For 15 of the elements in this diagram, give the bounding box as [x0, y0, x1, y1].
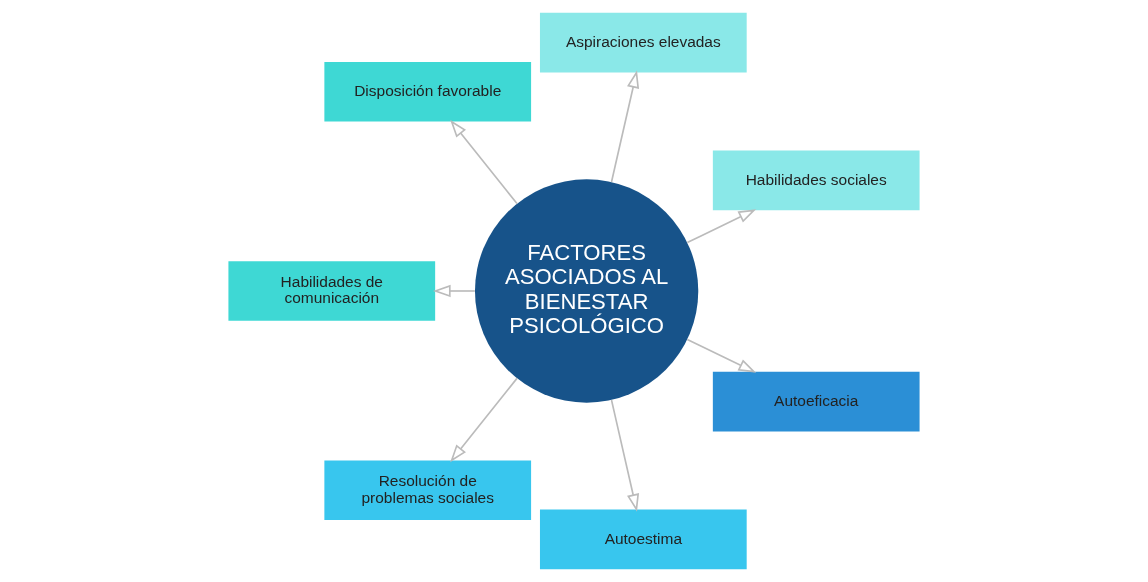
arrow: [610, 399, 640, 512]
arrow: [610, 70, 640, 183]
arrow: [450, 119, 518, 205]
node-box: Resolución de problemas sociales: [324, 460, 532, 521]
arrow: [686, 338, 757, 373]
arrow: [450, 377, 518, 463]
arrow: [432, 284, 476, 298]
node-box: Autoestima: [539, 509, 747, 570]
arrow: [686, 209, 757, 244]
node-box: Aspiraciones elevadas: [539, 12, 747, 73]
node-box: Autoeficacia: [712, 371, 920, 432]
node-circle: FACTORES ASOCIADOS AL BIENESTAR PSICOLÓGICO: [474, 179, 699, 403]
node-box: Habilidades de comunicación: [228, 261, 436, 321]
node-box: Habilidades sociales: [712, 150, 920, 211]
node-box: Disposición favorable: [324, 61, 532, 122]
